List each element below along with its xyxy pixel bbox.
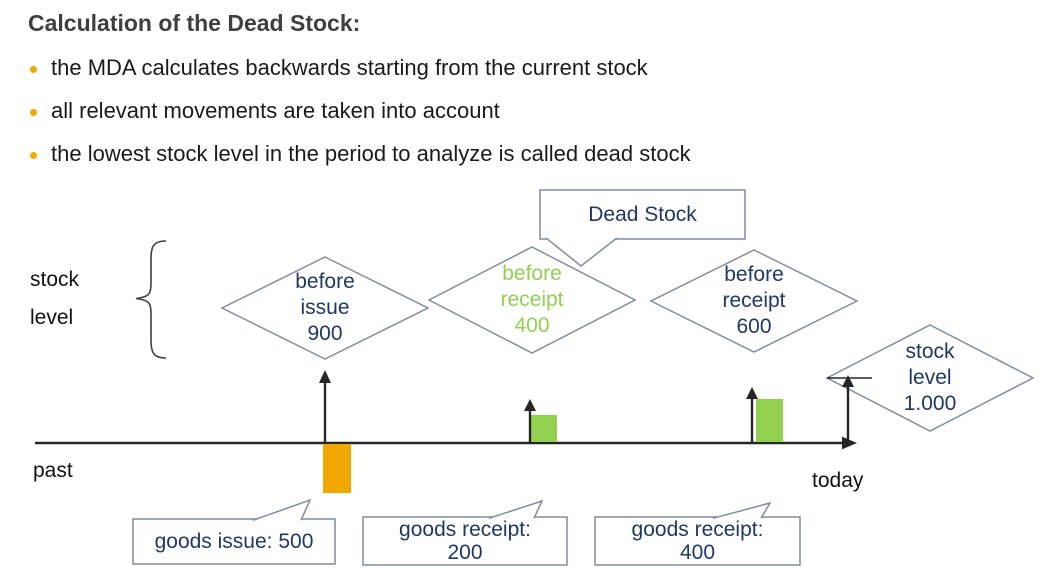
- y-axis-label-level: level: [30, 306, 74, 329]
- stock-level-brace: [135, 240, 167, 359]
- diamond-label: before issue 900: [255, 269, 395, 347]
- diamond-label-line: stock: [905, 340, 955, 363]
- bullet-dot-icon: [30, 109, 37, 116]
- past-label: past: [33, 459, 73, 482]
- goods-issue-callout-box: [132, 518, 336, 565]
- goods-issue-bar: [323, 444, 351, 493]
- diamond-stock-level-1000: [825, 324, 1035, 432]
- goods-receipt-400-callout-tail: [712, 501, 772, 520]
- goods-receipt-200-callout-label: goods receipt: 200: [363, 517, 567, 565]
- callout-line: goods receipt:: [399, 518, 531, 541]
- diamond-label: before receipt 600: [684, 262, 824, 340]
- bullet-dot-icon: [30, 66, 37, 73]
- dead-stock-label: Dead Stock: [588, 203, 697, 226]
- diamond-label-line: issue: [300, 296, 350, 319]
- bullet-item: all relevant movements are taken into ac…: [30, 98, 500, 124]
- diamond-before-receipt-400: [427, 246, 637, 354]
- callout-line: goods receipt:: [631, 518, 764, 541]
- diamond-label-line: 1.000: [903, 392, 957, 415]
- diamond-label-line: before: [724, 263, 784, 286]
- diamond-before-issue-900: [220, 256, 430, 360]
- diamond-label-line: receipt: [722, 289, 786, 312]
- bullet-text: the MDA calculates backwards starting fr…: [51, 55, 648, 80]
- event-arrowhead-icon: [319, 370, 331, 383]
- diamond-label-line: level: [908, 366, 952, 389]
- bullet-item: the MDA calculates backwards starting fr…: [30, 55, 648, 81]
- diamond-label-line: 900: [307, 322, 343, 345]
- diamond-label-line: before: [502, 262, 562, 285]
- event-arrowhead-icon: [746, 387, 758, 399]
- bullet-text: all relevant movements are taken into ac…: [51, 98, 500, 123]
- diamond-label-line: 600: [736, 315, 772, 338]
- bullet-dot-icon: [30, 152, 37, 159]
- event-arrowhead-icon: [524, 399, 536, 411]
- goods-receipt-400-callout-box: [594, 516, 801, 566]
- dead-stock-callout-box: [539, 189, 746, 240]
- goods-issue-callout-label: goods issue: 500: [133, 519, 335, 564]
- diamond-label-line: receipt: [500, 288, 564, 311]
- diamond-label-line: 400: [514, 314, 550, 337]
- timeline-arrowhead-icon: [842, 436, 857, 450]
- goods-receipt-200-callout-box: [362, 516, 568, 566]
- goods-issue-callout-tail: [252, 498, 312, 522]
- diamond-before-receipt-600: [649, 249, 859, 353]
- dead-stock-callout-tail: [545, 237, 618, 267]
- diamond-label: stock level 1.000: [860, 339, 1000, 417]
- y-axis-label-stock: stock: [30, 268, 80, 291]
- callout-line: 200: [447, 541, 483, 564]
- bullet-item: the lowest stock level in the period to …: [30, 141, 691, 167]
- goods-receipt-200-callout-tail: [488, 499, 544, 520]
- callout-line: goods issue: 500: [154, 530, 314, 553]
- diamond-label-dead-stock: before receipt 400: [462, 261, 602, 339]
- diamond-label-line: before: [295, 270, 355, 293]
- bullet-text: the lowest stock level in the period to …: [51, 141, 691, 166]
- callout-line: 400: [679, 541, 716, 564]
- today-label: today: [812, 469, 864, 492]
- goods-receipt-bar-200: [531, 415, 557, 442]
- today-arrowhead-icon: [842, 375, 854, 387]
- page-title: Calculation of the Dead Stock:: [28, 10, 361, 36]
- goods-receipt-400-callout-label: goods receipt: 400: [595, 517, 800, 565]
- goods-receipt-bar-400: [756, 399, 783, 442]
